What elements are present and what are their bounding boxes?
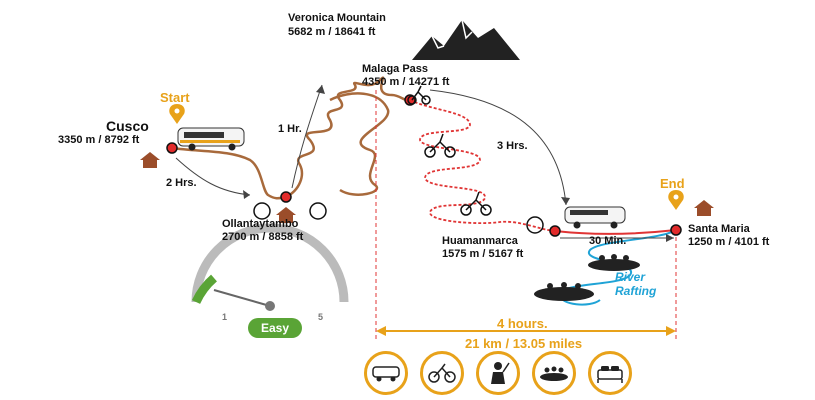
arrow-leg1 — [175, 157, 251, 196]
huamanmarca-elevation: 1575 m / 5167 ft — [442, 248, 524, 260]
bike-icon-2 — [424, 133, 456, 158]
activity-icons — [364, 351, 632, 395]
house-icon-ollanta — [276, 207, 296, 223]
hotel-icon — [588, 351, 632, 395]
gauge-max: 5 — [318, 312, 324, 322]
duration-leg4: 30 Min. — [589, 235, 627, 247]
marker-cusco — [166, 142, 178, 154]
rafting-label-2: Rafting — [615, 284, 657, 298]
duration-leg2: 1 Hr. — [278, 123, 302, 135]
bike-route — [409, 99, 556, 232]
arrow-leg2 — [291, 84, 323, 189]
bike-icon-3 — [460, 191, 492, 216]
difficulty-badge: Easy — [248, 318, 302, 338]
tunnel-icon — [253, 202, 271, 220]
duration-leg3: 3 Hrs. — [497, 140, 528, 152]
peak-name: Veronica Mountain — [288, 12, 386, 24]
guide-icon — [476, 351, 520, 395]
ollantaytambo-elevation: 2700 m / 8858 ft — [222, 231, 304, 243]
house-icon-cusco — [140, 152, 160, 168]
road-route-3 — [554, 229, 677, 235]
biking-icon — [420, 351, 464, 395]
ollantaytambo-name: Ollantaytambo — [222, 218, 299, 230]
cusco-name: Cusco — [106, 118, 149, 134]
gauge-min: 1 — [222, 312, 228, 322]
road-route-2 — [285, 76, 411, 199]
van-icon-cusco — [177, 127, 245, 151]
raft-icon-1 — [588, 254, 640, 271]
marker-ollantaytambo — [280, 191, 292, 203]
mountain-icon — [412, 19, 520, 60]
total-time: 4 hours. — [497, 316, 548, 331]
rafting-icon — [532, 351, 576, 395]
total-distance: 21 km / 13.05 miles — [465, 336, 583, 351]
marker-malaga-pass — [404, 94, 416, 106]
tunnel-icon-2 — [526, 216, 544, 234]
raft-icon-2 — [534, 282, 594, 301]
start-pin-icon — [169, 104, 185, 124]
marker-huamanmarca — [549, 225, 561, 237]
cusco-elevation: 3350 m / 8792 ft — [58, 134, 140, 146]
difficulty-gauge — [191, 223, 349, 311]
rafting-label-1: River — [615, 270, 646, 284]
bike-icon-1 — [407, 85, 431, 105]
house-icon-santa-maria — [694, 200, 714, 216]
huamanmarca-name: Huamanmarca — [442, 235, 518, 247]
arrow-leg3 — [429, 89, 567, 206]
peak-elevation: 5682 m / 18641 ft — [288, 26, 376, 38]
marker-santa-maria — [670, 224, 682, 236]
road-route-1 — [171, 146, 287, 200]
santa-maria-elevation: 1250 m / 4101 ft — [688, 236, 770, 248]
santa-maria-name: Santa Maria — [688, 223, 750, 235]
pass-name: Malaga Pass — [362, 63, 429, 75]
guide-icon-small — [309, 202, 327, 220]
van-icon-huamanmarca — [564, 206, 626, 229]
end-label: End — [660, 176, 685, 191]
duration-leg1: 2 Hrs. — [166, 177, 197, 189]
van-icon — [364, 351, 408, 395]
end-pin-icon — [668, 190, 684, 210]
pass-elevation: 4350 m / 14271 ft — [362, 76, 450, 88]
start-label: Start — [160, 90, 190, 105]
